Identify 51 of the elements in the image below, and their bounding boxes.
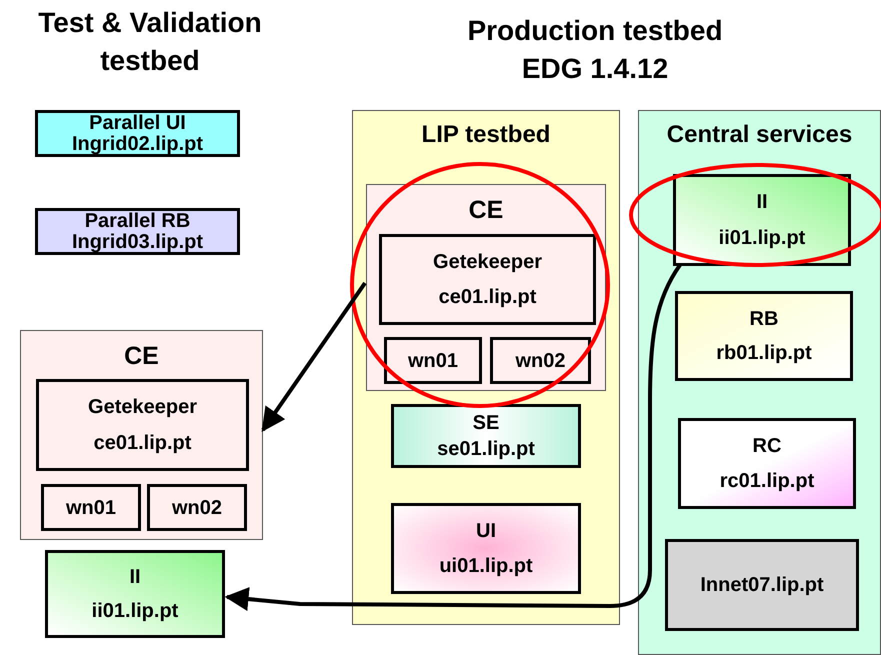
node-label: Ingrid03.lip.pt [72,232,204,252]
node-label: II [756,192,768,212]
node-label: Getekeeper [88,397,197,418]
node-label: rc01.lip.pt [720,471,814,491]
group-heading: CE [124,344,159,369]
host-box [35,110,240,157]
node-label: Getekeeper [433,252,542,272]
node-label: SE [472,413,500,433]
node-label: RB [750,308,778,329]
host-box [147,484,247,531]
node-label: wn02 [172,498,222,518]
host-box [391,503,581,594]
section-title: Test & Validation testbed [37,6,263,78]
node-label: II [129,567,141,587]
node-label: rb01.lip.pt [716,343,812,364]
node-label: wn01 [66,498,116,518]
host-box [665,539,859,631]
arrow [224,264,682,611]
node-label: se01.lip.pt [437,439,535,459]
node-label: wn01 [408,350,458,370]
host-box [490,337,591,384]
node-label: Innet07.lip.pt [700,575,824,595]
group-heading: LIP testbed [422,123,550,147]
group-heading: Central services [666,123,852,147]
host-box [35,208,240,255]
group-box [20,330,263,540]
node-label: Parallel UI [89,113,186,134]
host-box [379,234,596,325]
group-box [366,184,606,391]
node-label: ui01.lip.pt [439,556,533,576]
node-label: RC [752,436,782,456]
host-box [675,291,853,381]
host-box [41,484,141,531]
node-label: ce01.lip.pt [94,432,192,453]
node-label: ce01.lip.pt [438,287,536,307]
section-title: Production testbed EDG 1.4.12 [466,14,724,86]
node-label: Parallel RB [84,211,190,232]
node-label: wn02 [515,350,566,370]
host-box [45,550,225,638]
testbed-panel [638,110,881,655]
node-label: Ingrid02.lip.pt [72,134,204,154]
node-label: ii01.lip.pt [718,228,806,248]
host-box [384,337,482,384]
host-box [673,174,851,266]
host-box [36,379,249,471]
node-label: ii01.lip.pt [92,601,178,621]
node-label: UI [476,521,496,541]
host-box [391,404,581,468]
host-box [678,418,856,509]
group-heading: CE [468,198,504,223]
testbed-panel [352,110,620,625]
